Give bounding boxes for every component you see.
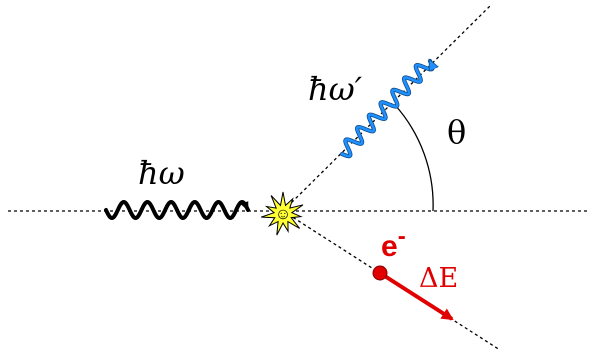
- collision-burst-icon: [261, 191, 304, 236]
- energy-transfer-label: ΔE: [419, 263, 458, 294]
- scattered-photon-direction-line: [282, 5, 491, 212]
- electron-label: e-: [381, 223, 406, 263]
- electron-momentum-arrow: [378, 271, 454, 321]
- electron-label-base: e: [381, 230, 398, 263]
- scattering-angle-arc: [394, 104, 434, 212]
- incident-photon-wave: [104, 199, 250, 221]
- scattered-photon-label: ħω′: [308, 70, 363, 108]
- electron-label-superscript: -: [398, 223, 406, 250]
- incident-photon-label: ħω: [138, 154, 185, 192]
- electron-dot: [372, 265, 388, 281]
- scattered-photon-wave: [340, 61, 432, 158]
- collision-symbol: ☺: [275, 206, 291, 223]
- scattering-angle-label: θ: [447, 113, 466, 151]
